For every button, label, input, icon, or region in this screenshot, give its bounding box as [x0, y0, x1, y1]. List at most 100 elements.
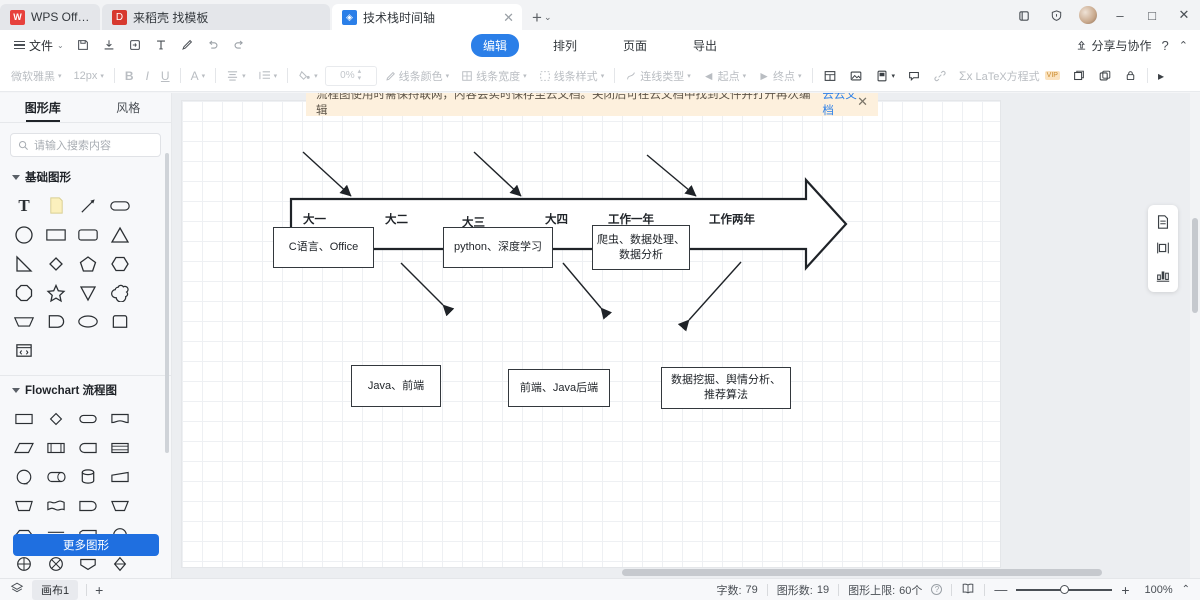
- shape-predefined-process[interactable]: [40, 433, 72, 462]
- vertical-scrollbar-thumb[interactable]: [1192, 218, 1198, 313]
- timeline-stage-2[interactable]: 大三: [462, 217, 485, 229]
- collapse-ribbon-icon[interactable]: ⌃: [1178, 39, 1188, 52]
- help-icon[interactable]: ?: [931, 584, 943, 595]
- node-above-1[interactable]: python、深度学习: [443, 227, 553, 268]
- format-painter-icon[interactable]: [148, 33, 174, 57]
- file-menu-button[interactable]: 文件 ⌄: [8, 37, 70, 54]
- link-button[interactable]: [928, 65, 952, 87]
- shape-stored-data[interactable]: [104, 433, 136, 462]
- opacity-input[interactable]: 0% ▴▾: [324, 65, 377, 86]
- shape-data[interactable]: [8, 433, 40, 462]
- node-below-2[interactable]: 数据挖掘、舆情分析、 推荐算法: [661, 367, 791, 409]
- copy-style-button[interactable]: [1093, 65, 1117, 87]
- close-icon[interactable]: ✕: [503, 9, 514, 25]
- shape-summing-junction[interactable]: [8, 549, 40, 578]
- insert-image-button[interactable]: [844, 65, 868, 87]
- tab-arrange[interactable]: 排列: [552, 38, 577, 53]
- shape-direct-access[interactable]: [40, 462, 72, 491]
- zoom-in-button[interactable]: +: [1121, 581, 1130, 598]
- line-color-button[interactable]: 线条颜色 ▾: [379, 65, 455, 87]
- tab-export[interactable]: 导出: [693, 38, 718, 53]
- shape-rect[interactable]: [40, 220, 72, 249]
- line-width-button[interactable]: 线条宽度 ▾: [456, 65, 532, 87]
- group-header-basic[interactable]: 基础图形: [0, 163, 171, 189]
- redo-icon[interactable]: [226, 33, 252, 57]
- insert-table-button[interactable]: [818, 65, 842, 87]
- shield-icon[interactable]: [1040, 0, 1072, 30]
- zoom-out-button[interactable]: —: [994, 582, 1008, 597]
- pen-icon[interactable]: [174, 33, 200, 57]
- tab-edit[interactable]: 编辑: [470, 33, 519, 57]
- undo-icon[interactable]: [200, 33, 226, 57]
- add-sheet-button[interactable]: +: [95, 581, 104, 598]
- shape-arrow-line[interactable]: [72, 191, 104, 220]
- shape-document[interactable]: [104, 404, 136, 433]
- layers-icon[interactable]: [10, 581, 24, 598]
- shape-trapezoid[interactable]: [8, 307, 40, 336]
- group-button[interactable]: [1067, 65, 1091, 87]
- shape-inverted-triangle[interactable]: [72, 278, 104, 307]
- timeline-stage-1[interactable]: 大二: [385, 214, 408, 226]
- minimize-button[interactable]: –: [1116, 7, 1124, 23]
- chart-data-icon[interactable]: [1152, 264, 1174, 286]
- node-above-2[interactable]: 爬虫、数据处理、 数据分析: [592, 225, 690, 270]
- node-below-0[interactable]: Java、前端: [351, 365, 441, 407]
- zoom-slider-handle[interactable]: [1060, 584, 1070, 594]
- shape-octagon[interactable]: [8, 278, 40, 307]
- shape-database[interactable]: [72, 462, 104, 491]
- shape-triangle[interactable]: [104, 220, 136, 249]
- horizontal-scrollbar[interactable]: [622, 569, 1102, 576]
- canvas-area[interactable]: 大一 大二 大三 大四 工作一年 工作两年 C语言、Office python、…: [172, 93, 1190, 578]
- line-spacing-button[interactable]: ▾: [253, 65, 283, 87]
- timeline-stage-0[interactable]: 大一: [303, 214, 326, 226]
- group-header-flowchart[interactable]: Flowchart 流程图: [0, 376, 171, 402]
- download-icon[interactable]: [96, 33, 122, 57]
- tab-docer[interactable]: D 来稻壳 找模板: [102, 4, 330, 30]
- maximize-button[interactable]: □: [1148, 7, 1156, 23]
- fill-color-button[interactable]: ▾: [293, 65, 323, 87]
- line-style-button[interactable]: 线条样式 ▾: [534, 65, 610, 87]
- shape-display[interactable]: [72, 549, 104, 578]
- vertical-scrollbar-track[interactable]: [1190, 93, 1200, 578]
- more-tools-button[interactable]: ▸: [1157, 68, 1164, 83]
- shape-text[interactable]: T: [18, 195, 30, 215]
- shape-code[interactable]: [8, 336, 40, 365]
- shape-hexagon[interactable]: [104, 249, 136, 278]
- connector-type-button[interactable]: 连线类型 ▾: [620, 65, 696, 87]
- shape-rounded-rect2[interactable]: [72, 220, 104, 249]
- tab-wps-office[interactable]: W WPS Office: [0, 4, 100, 30]
- shape-internal-storage[interactable]: [72, 433, 104, 462]
- sidebar-scrollbar[interactable]: [165, 153, 169, 453]
- shape-search-input[interactable]: 请输入搜索内容: [10, 133, 161, 157]
- split-view-icon[interactable]: [1008, 0, 1040, 30]
- shape-cloud[interactable]: [104, 278, 136, 307]
- book-icon[interactable]: [961, 582, 975, 598]
- shape-process[interactable]: [8, 404, 40, 433]
- close-icon[interactable]: ✕: [857, 94, 868, 109]
- shape-square[interactable]: [104, 307, 136, 336]
- bold-button[interactable]: B: [120, 65, 139, 87]
- shape-circle[interactable]: [8, 220, 40, 249]
- zoom-slider[interactable]: [1016, 584, 1113, 594]
- align-layout-icon[interactable]: [1152, 237, 1174, 259]
- timeline-stage-5[interactable]: 工作两年: [709, 214, 755, 226]
- import-icon[interactable]: [122, 33, 148, 57]
- banner-link[interactable]: 去云文档: [822, 93, 857, 117]
- shape-star[interactable]: [40, 278, 72, 307]
- tab-page[interactable]: 页面: [623, 38, 648, 53]
- shape-terminator[interactable]: [72, 404, 104, 433]
- user-avatar[interactable]: [1079, 6, 1097, 24]
- shape-note[interactable]: [40, 191, 72, 220]
- shape-decision[interactable]: [40, 404, 72, 433]
- latex-button[interactable]: Σx LaTeX方程式 VIP: [954, 65, 1065, 87]
- more-shapes-button[interactable]: 更多图形: [13, 534, 159, 556]
- font-size-select[interactable]: 12px ▾: [69, 65, 109, 87]
- shape-manual-operation[interactable]: [8, 491, 40, 520]
- new-tab-button[interactable]: + ⌄: [524, 4, 559, 30]
- shape-diamond[interactable]: [40, 249, 72, 278]
- tab-flowchart-doc[interactable]: ◈ 技术栈时间轴 ✕: [332, 4, 522, 30]
- save-icon[interactable]: [70, 33, 96, 57]
- italic-button[interactable]: I: [141, 65, 154, 87]
- timeline-stage-4[interactable]: 工作一年: [608, 214, 654, 226]
- end-point-button[interactable]: ► 终点 ▾: [753, 65, 806, 87]
